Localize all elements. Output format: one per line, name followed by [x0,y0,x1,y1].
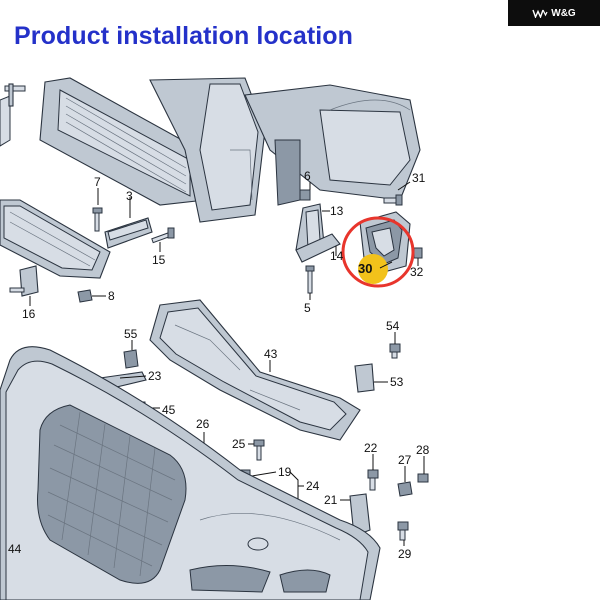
nut-8 [77,289,106,303]
page-title: Product installation location [14,22,354,50]
brand-name: W&G [551,7,576,19]
callout-14: 14 [330,249,344,263]
callout-21: 21 [324,493,338,507]
callout-32: 32 [410,265,424,279]
callout-29: 29 [398,547,412,561]
callout-8: 8 [108,289,115,303]
bumper-carrier-left [0,199,111,279]
nut-27 [397,466,413,497]
callout-15: 15 [152,253,166,267]
callout-54: 54 [386,319,400,333]
brand-logo-icon [532,9,548,18]
callout-24: 24 [306,479,320,493]
highlight-dot-icon [358,254,388,284]
sensor-part-3 [104,197,153,249]
callout-45: 45 [162,403,176,417]
bolt-15 [151,227,175,252]
screw-7 [92,188,103,232]
callout-43: 43 [264,347,278,361]
exploded-parts-diagram: 7 3 6 31 13 15 14 30 32 8 5 16 54 55 43 … [0,77,430,600]
callout-19: 19 [278,465,292,479]
screw-25 [248,439,265,461]
clip-55 [123,340,139,369]
pin-bolt [4,83,26,107]
callout-23: 23 [148,369,162,383]
brand-badge: W&G [508,0,600,26]
callout-16: 16 [22,307,36,321]
screw-29 [397,521,409,546]
screw-54 [389,332,401,359]
radiator-frame [0,77,421,223]
callout-3: 3 [126,189,133,203]
screw-28 [417,456,429,483]
callout-25: 25 [232,437,246,451]
callout-53: 53 [390,375,404,389]
bracket-16 [9,265,39,306]
air-guide-43 [149,299,361,441]
callout-22: 22 [364,441,378,455]
screw-5 [305,265,315,300]
callout-26: 26 [196,417,210,431]
callout-labels: 7 3 6 31 13 15 14 30 32 8 5 16 54 55 43 … [8,169,430,561]
bumper-cover [0,346,381,600]
callout-7: 7 [94,175,101,189]
callout-55: 55 [124,327,138,341]
callout-28: 28 [416,443,430,457]
clip-22 [367,454,379,491]
bracket-14 [295,233,341,263]
callout-5: 5 [304,301,311,315]
callout-30: 30 [358,261,372,276]
highlight-circle-icon [341,216,415,288]
callout-31: 31 [412,171,426,185]
callout-13: 13 [330,204,344,218]
callout-27: 27 [398,453,412,467]
callout-6: 6 [304,169,311,183]
callout-44: 44 [8,542,22,556]
clip-53 [354,363,388,393]
